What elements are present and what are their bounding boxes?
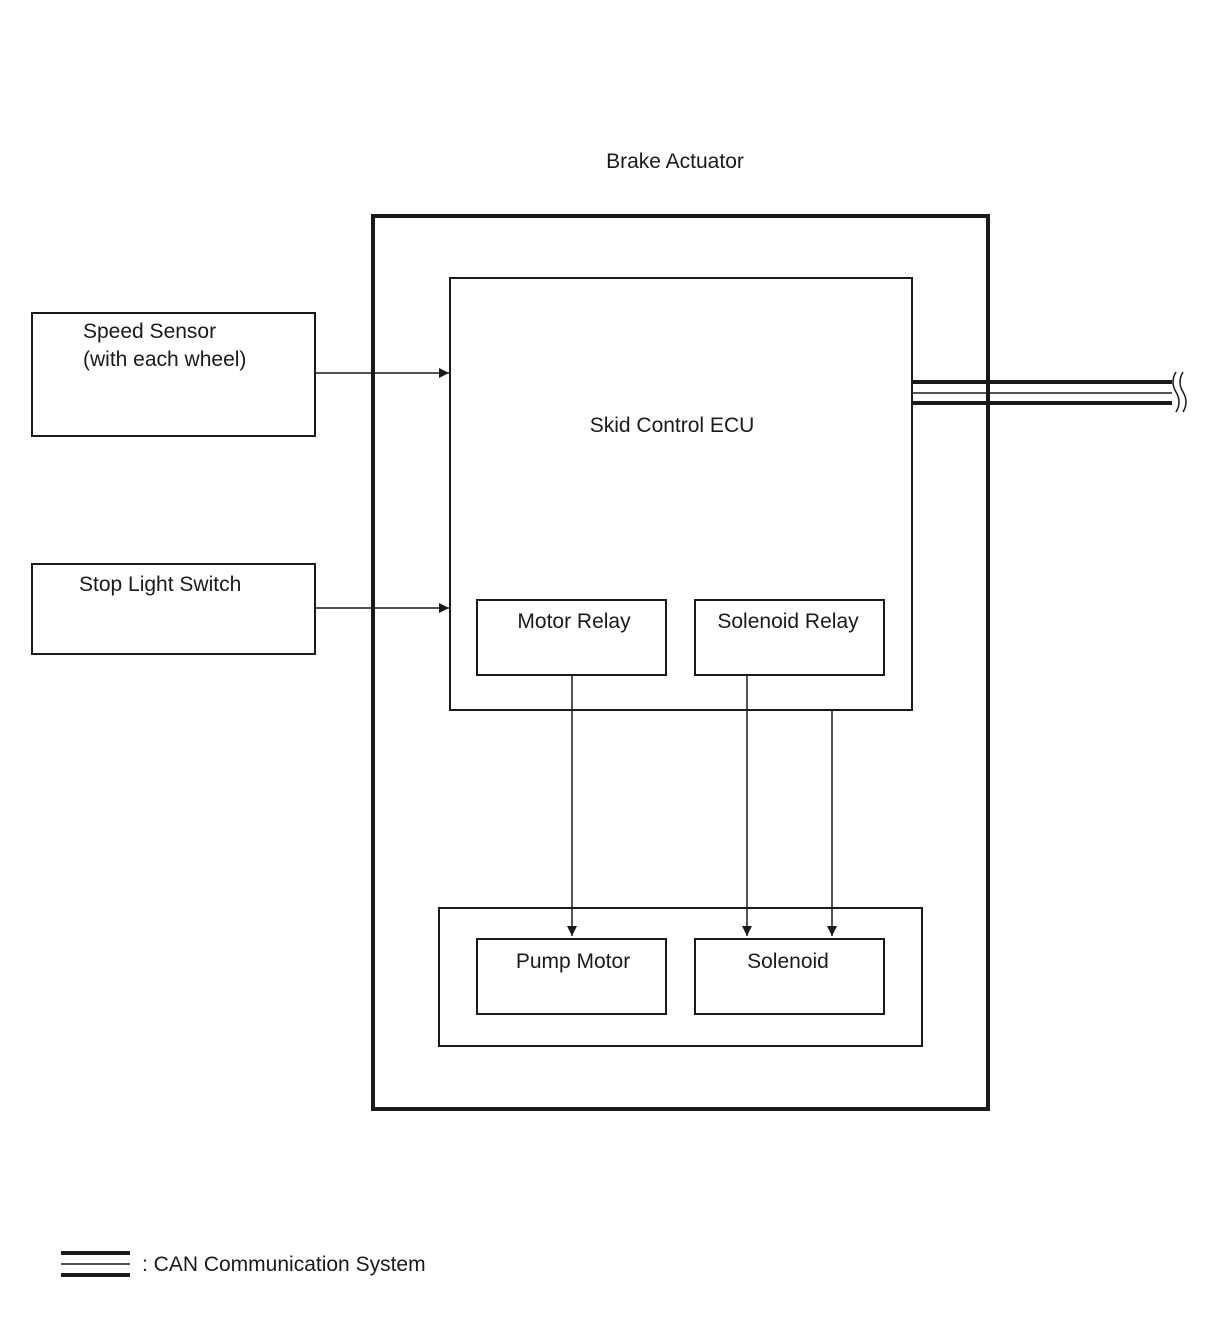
speed-sensor-box <box>31 312 316 437</box>
pump-motor-label: Pump Motor <box>516 950 630 973</box>
stop-light-switch-box <box>31 563 316 655</box>
pump-motor-box <box>476 938 667 1015</box>
brake-actuator-label: Brake Actuator <box>606 150 744 173</box>
solenoid-relay-label: Solenoid Relay <box>717 610 859 633</box>
brake-actuator-box <box>371 214 990 1111</box>
solenoid-relay-box <box>694 599 885 676</box>
can-legend-symbol <box>61 1251 130 1277</box>
motor-relay-label: Motor Relay <box>517 610 631 633</box>
motor-relay-box <box>476 599 667 676</box>
can-legend-label: : CAN Communication System <box>142 1253 426 1276</box>
stop-light-switch-label: Stop Light Switch <box>79 573 241 596</box>
solenoid-label: Solenoid <box>747 950 829 973</box>
can-bus-line <box>913 380 1172 405</box>
speed-sensor-label: Speed Sensor <box>83 320 216 343</box>
skid-control-ecu-box <box>449 277 913 711</box>
solenoid-box <box>694 938 885 1015</box>
skid-control-ecu-label: Skid Control ECU <box>590 414 755 437</box>
can-bus-break-icon <box>1172 371 1187 413</box>
actuator-group-box <box>438 907 923 1047</box>
speed-sensor-sublabel: (with each wheel) <box>83 348 246 371</box>
